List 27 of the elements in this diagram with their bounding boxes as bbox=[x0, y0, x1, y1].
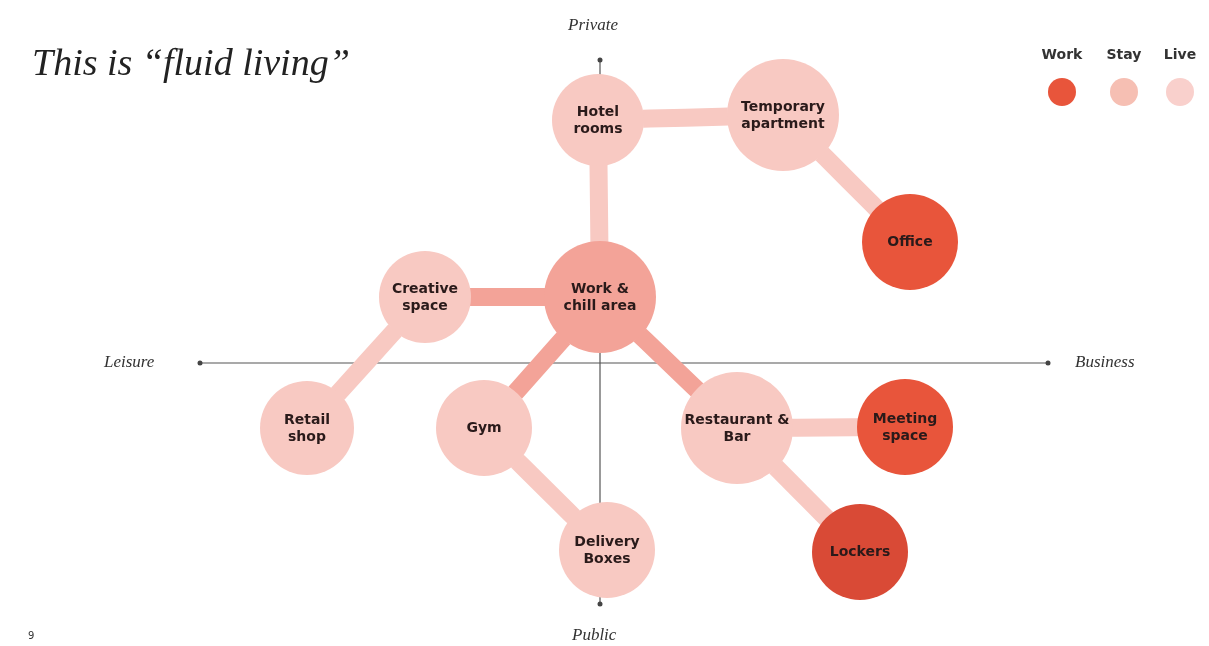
node-label: Lockers bbox=[829, 543, 891, 561]
title: This is “fluid living” bbox=[32, 40, 350, 84]
node-label: Office bbox=[887, 233, 933, 251]
node-label: Creative space bbox=[390, 279, 460, 315]
node-label: Delivery Boxes bbox=[573, 532, 641, 568]
axis-label: Leisure bbox=[104, 352, 155, 372]
connector-link bbox=[815, 147, 884, 216]
node-label: Restaurant & Bar bbox=[683, 410, 791, 446]
legend-label: Work bbox=[1041, 46, 1083, 62]
connector-link bbox=[511, 454, 580, 524]
connector-link bbox=[641, 107, 730, 128]
node-label: Gym bbox=[466, 419, 502, 437]
axis-label: Public bbox=[572, 625, 617, 645]
node-label: Hotel rooms bbox=[572, 102, 624, 138]
connector-link bbox=[633, 328, 704, 397]
connector-link bbox=[508, 332, 571, 399]
connector-link bbox=[331, 324, 402, 400]
axis-label: Business bbox=[1075, 352, 1135, 372]
connector-link bbox=[769, 460, 834, 525]
legend-label: Stay bbox=[1106, 46, 1142, 62]
axis-label: Private bbox=[568, 15, 619, 35]
node-label: Work & chill area bbox=[562, 279, 638, 315]
node-label: Temporary apartment bbox=[740, 97, 826, 133]
node-label: Meeting space bbox=[871, 409, 939, 445]
legend-label: Live bbox=[1163, 46, 1197, 62]
node-label: Retail shop bbox=[283, 410, 331, 446]
page-number: 9 bbox=[28, 630, 35, 641]
